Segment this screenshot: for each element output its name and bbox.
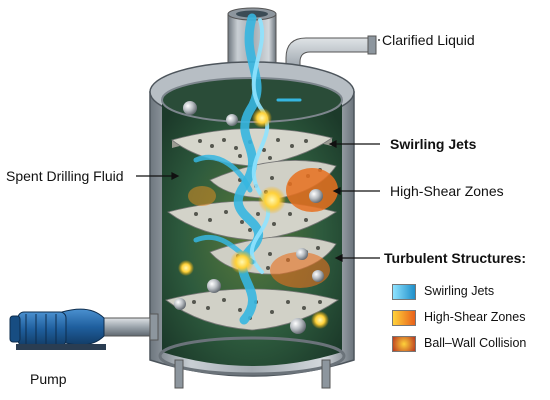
legend-title: Turbulent Structures: <box>384 250 527 266</box>
high-shear-zones-label: High-Shear Zones <box>390 183 504 199</box>
steel-ball-icon <box>174 101 324 334</box>
spark-icon <box>178 108 329 329</box>
legend-swatch-high-shear-zones <box>392 310 416 326</box>
clarified-liquid-label: Clarified Liquid <box>382 32 475 48</box>
legend-swatch-ball-wall-collision <box>392 336 416 352</box>
leader-lines <box>136 39 380 262</box>
swirling-jets-label: Swirling Jets <box>390 136 477 152</box>
legend-item-swirling-jets: Swirling Jets <box>424 284 495 298</box>
legend-swatch-swirling-jets <box>392 284 416 300</box>
pump-label: Pump <box>30 371 67 387</box>
outlet-flange <box>367 35 377 55</box>
legend-item-high-shear-zones: High-Shear Zones <box>424 310 526 324</box>
legend-item-ball-wall-collision: Ball–Wall Collision <box>424 336 527 350</box>
spent-drilling-fluid-label: Spent Drilling Fluid <box>6 168 124 184</box>
pump-icon <box>9 308 159 350</box>
